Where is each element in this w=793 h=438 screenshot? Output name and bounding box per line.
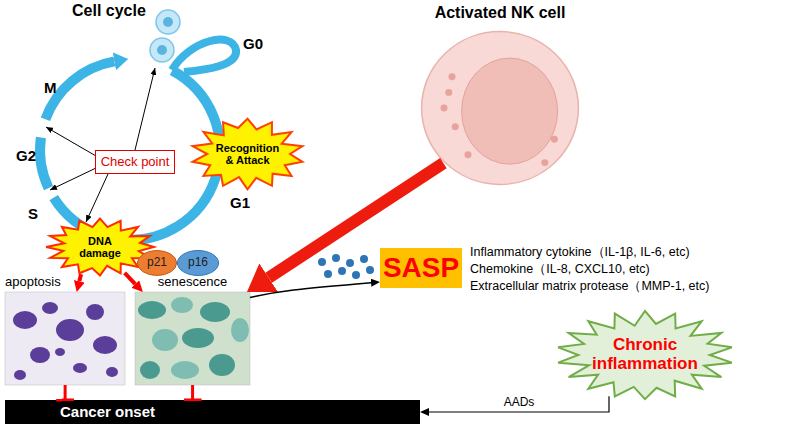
node-label: DNA damage: [72, 235, 128, 259]
node-label: Chronic inflammation: [585, 336, 705, 373]
phase-label: G0: [243, 36, 263, 53]
damage-arrow: [125, 273, 136, 284]
node-heading: apoptosis: [5, 275, 125, 289]
senescent-cell: [231, 318, 249, 342]
cell-nucleus: [157, 45, 167, 55]
senescent-cell: [171, 297, 193, 313]
apoptotic-body: [30, 347, 50, 363]
g0-loop: [172, 40, 236, 72]
sasp-factors: [318, 254, 374, 279]
inhibition-connector: [191, 385, 194, 400]
node-label: Recognition & Attack: [212, 142, 284, 166]
inhibition-connector: [64, 385, 67, 400]
secreted-factor: [324, 270, 332, 278]
apoptotic-body: [93, 336, 117, 354]
apoptotic-body: [56, 319, 84, 341]
cell-nucleus: [462, 58, 558, 164]
granule: [551, 136, 558, 143]
starburst-shape: [46, 219, 154, 276]
granule: [452, 123, 459, 130]
granule: [448, 73, 455, 80]
checkpoint-arrow: [50, 168, 96, 190]
node-label: p21: [147, 256, 167, 269]
phase-label: S: [28, 206, 38, 223]
phase-label: M: [44, 80, 57, 97]
checkpoint-arrow: [46, 127, 96, 156]
apoptotic-body: [73, 363, 87, 373]
apoptotic-body: [55, 348, 65, 356]
g2-phase-arc: [40, 138, 48, 189]
sasp-box: SASP: [380, 248, 462, 288]
sasp-item: Chemokine（IL-8, CXCL10, etc): [470, 263, 650, 277]
damage-arrow: [79, 274, 81, 281]
nk-cell: Activated NK cell: [420, 30, 580, 186]
sasp-item: Inflammatory cytokine（IL-1β, IL-6, etc): [470, 246, 690, 260]
p16-ellipse: p16: [177, 250, 219, 276]
protein-ellipse: [177, 251, 218, 276]
granule: [445, 89, 452, 96]
senescent-cell: [171, 361, 199, 379]
protein-ellipse: [137, 251, 176, 276]
senescent-cell: [182, 328, 214, 348]
starburst-shape: [193, 119, 303, 190]
apoptotic-body: [14, 370, 26, 380]
node-label: SASP: [383, 253, 459, 284]
apoptotic-body: [13, 311, 37, 329]
secreted-factor: [360, 255, 368, 263]
senescent-cell: [209, 354, 235, 376]
granule: [541, 159, 548, 166]
apoptotic-bodies: [13, 302, 118, 380]
aads-arrow: [429, 396, 609, 412]
cell-membrane: [422, 32, 579, 185]
phase-label: G1: [230, 195, 250, 212]
phase-label: G2: [16, 148, 36, 165]
senescent-cell: [152, 329, 178, 351]
secreted-factor: [318, 258, 326, 266]
secreted-factor: [352, 271, 360, 279]
checkpoint-arrow: [86, 174, 108, 222]
senescent-cell: [200, 302, 230, 322]
secreted-factor: [346, 259, 354, 267]
apoptotic-body: [86, 304, 104, 320]
apoptotic-body: [106, 367, 118, 377]
senescent-cell: [140, 361, 160, 379]
p21-ellipse: p21: [137, 250, 177, 276]
senescent-cells: [138, 297, 249, 379]
secreted-factor: [332, 254, 340, 262]
secreted-factor: [366, 266, 374, 274]
node-label: Check point: [101, 155, 170, 169]
edge-label: AADs: [504, 396, 535, 409]
apoptotic-body: [42, 302, 58, 314]
node-heading: senescence: [135, 275, 250, 289]
node-heading: Activated NK cell: [420, 4, 580, 22]
granule: [464, 151, 471, 158]
senescence-micrograph: [135, 292, 250, 385]
secreted-factor: [338, 267, 346, 275]
senescence-image: senescence: [135, 292, 250, 385]
node-label: p16: [188, 256, 208, 269]
cell-nucleus: [163, 17, 173, 27]
granule: [440, 105, 447, 112]
starburst-shape: [558, 311, 732, 399]
secretion-arrow: [250, 283, 371, 298]
senescent-cell: [138, 301, 166, 319]
nk-cell-outline: [420, 30, 580, 186]
attack-arrow: [269, 163, 444, 278]
attack-starburst: Recognition & Attack: [190, 118, 305, 190]
daughter-cell: [156, 10, 180, 34]
outcome-bar: Cancer onset: [5, 400, 420, 424]
daughter-cell: [150, 38, 174, 62]
checkpoint-arrow: [135, 68, 155, 150]
panel-title: Cell cycle: [72, 2, 146, 20]
apoptosis-micrograph: [5, 292, 125, 385]
inflammation-starburst: Chronic inflammation: [555, 310, 735, 400]
sasp-item: Extracellular matrix protease（MMP-1, etc…: [470, 280, 709, 294]
node-label: Cancer onset: [60, 404, 155, 421]
apoptosis-image: apoptosis: [5, 292, 125, 385]
checkpoint-box: Check point: [95, 150, 175, 174]
